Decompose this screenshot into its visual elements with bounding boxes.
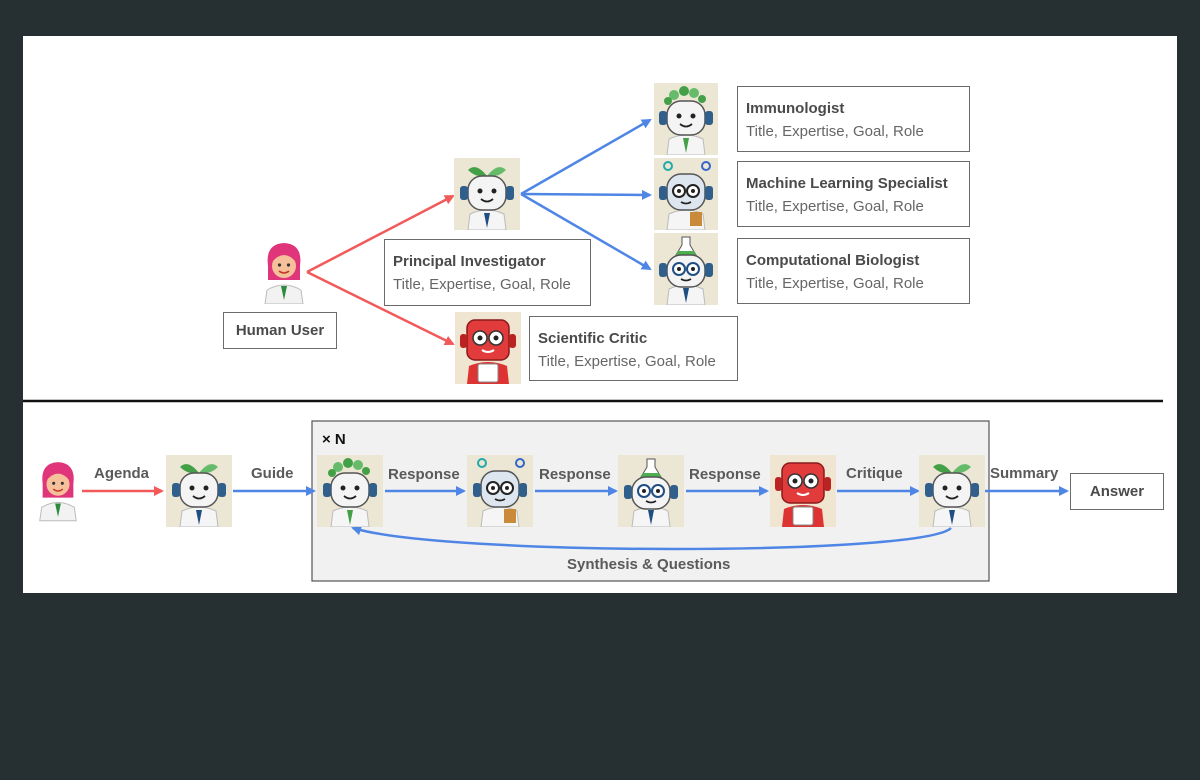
immunologist-avatar bbox=[654, 83, 718, 155]
edge-label-feedback: Synthesis & Questions bbox=[567, 556, 731, 573]
comp-biologist-avatar-bottom bbox=[618, 455, 684, 527]
pi-title: Principal Investigator bbox=[393, 253, 546, 270]
human-user-box: Human User bbox=[223, 312, 337, 349]
immunologist-title: Immunologist bbox=[746, 100, 845, 117]
comp-biologist-avatar bbox=[654, 233, 718, 305]
pi-subtitle: Title, Expertise, Goal, Role bbox=[393, 276, 571, 293]
comp-biologist-box: Computational Biologist Title, Expertise… bbox=[737, 238, 970, 304]
arrow-human-to-pi bbox=[306, 194, 455, 274]
immunologist-box: Immunologist Title, Expertise, Goal, Rol… bbox=[737, 86, 970, 152]
comp-biologist-title: Computational Biologist bbox=[746, 252, 920, 269]
critic-box: Scientific Critic Title, Expertise, Goal… bbox=[529, 316, 738, 381]
arrow-pi-to-compbio bbox=[520, 192, 652, 271]
arrow-pi-to-ml bbox=[520, 189, 652, 200]
edge-label-response-3: Response bbox=[689, 466, 761, 483]
arrow-human-to-critic bbox=[306, 270, 455, 346]
pi-avatar-bottom-summary bbox=[919, 455, 985, 527]
edge-label-agenda: Agenda bbox=[94, 465, 150, 482]
answer-box: Answer bbox=[1070, 473, 1164, 510]
scientific-critic-avatar bbox=[455, 312, 521, 384]
arrows-layer bbox=[23, 118, 1163, 582]
loop-count-label: × N bbox=[322, 431, 346, 448]
critic-title: Scientific Critic bbox=[538, 330, 648, 347]
immunologist-subtitle: Title, Expertise, Goal, Role bbox=[746, 123, 924, 140]
human-user-label: Human User bbox=[235, 322, 325, 339]
human-user-avatar-bottom bbox=[34, 458, 82, 522]
critic-avatar-bottom bbox=[770, 455, 836, 527]
ml-specialist-box: Machine Learning Specialist Title, Exper… bbox=[737, 161, 970, 227]
pi-avatar-bottom bbox=[166, 455, 232, 527]
edge-label-response-1: Response bbox=[388, 466, 460, 483]
edge-label-guide: Guide bbox=[251, 465, 294, 482]
arrow-pi-to-immunologist bbox=[520, 118, 652, 196]
principal-investigator-avatar bbox=[454, 158, 520, 230]
diagram-canvas: Human User Principal Investigator Title,… bbox=[23, 36, 1177, 593]
edge-label-critique: Critique bbox=[846, 465, 903, 482]
immunologist-avatar-bottom bbox=[317, 455, 383, 527]
ml-specialist-subtitle: Title, Expertise, Goal, Role bbox=[746, 198, 924, 215]
ml-specialist-title: Machine Learning Specialist bbox=[746, 175, 948, 192]
ml-specialist-avatar bbox=[654, 158, 718, 230]
arrow-feedback bbox=[351, 525, 952, 551]
edge-label-summary: Summary bbox=[990, 465, 1059, 482]
critic-subtitle: Title, Expertise, Goal, Role bbox=[538, 353, 716, 370]
ml-specialist-avatar-bottom bbox=[467, 455, 533, 527]
edge-label-response-2: Response bbox=[539, 466, 611, 483]
comp-biologist-subtitle: Title, Expertise, Goal, Role bbox=[746, 275, 924, 292]
answer-label: Answer bbox=[1089, 483, 1145, 500]
human-user-avatar bbox=[259, 240, 309, 304]
pi-box: Principal Investigator Title, Expertise,… bbox=[384, 239, 591, 306]
